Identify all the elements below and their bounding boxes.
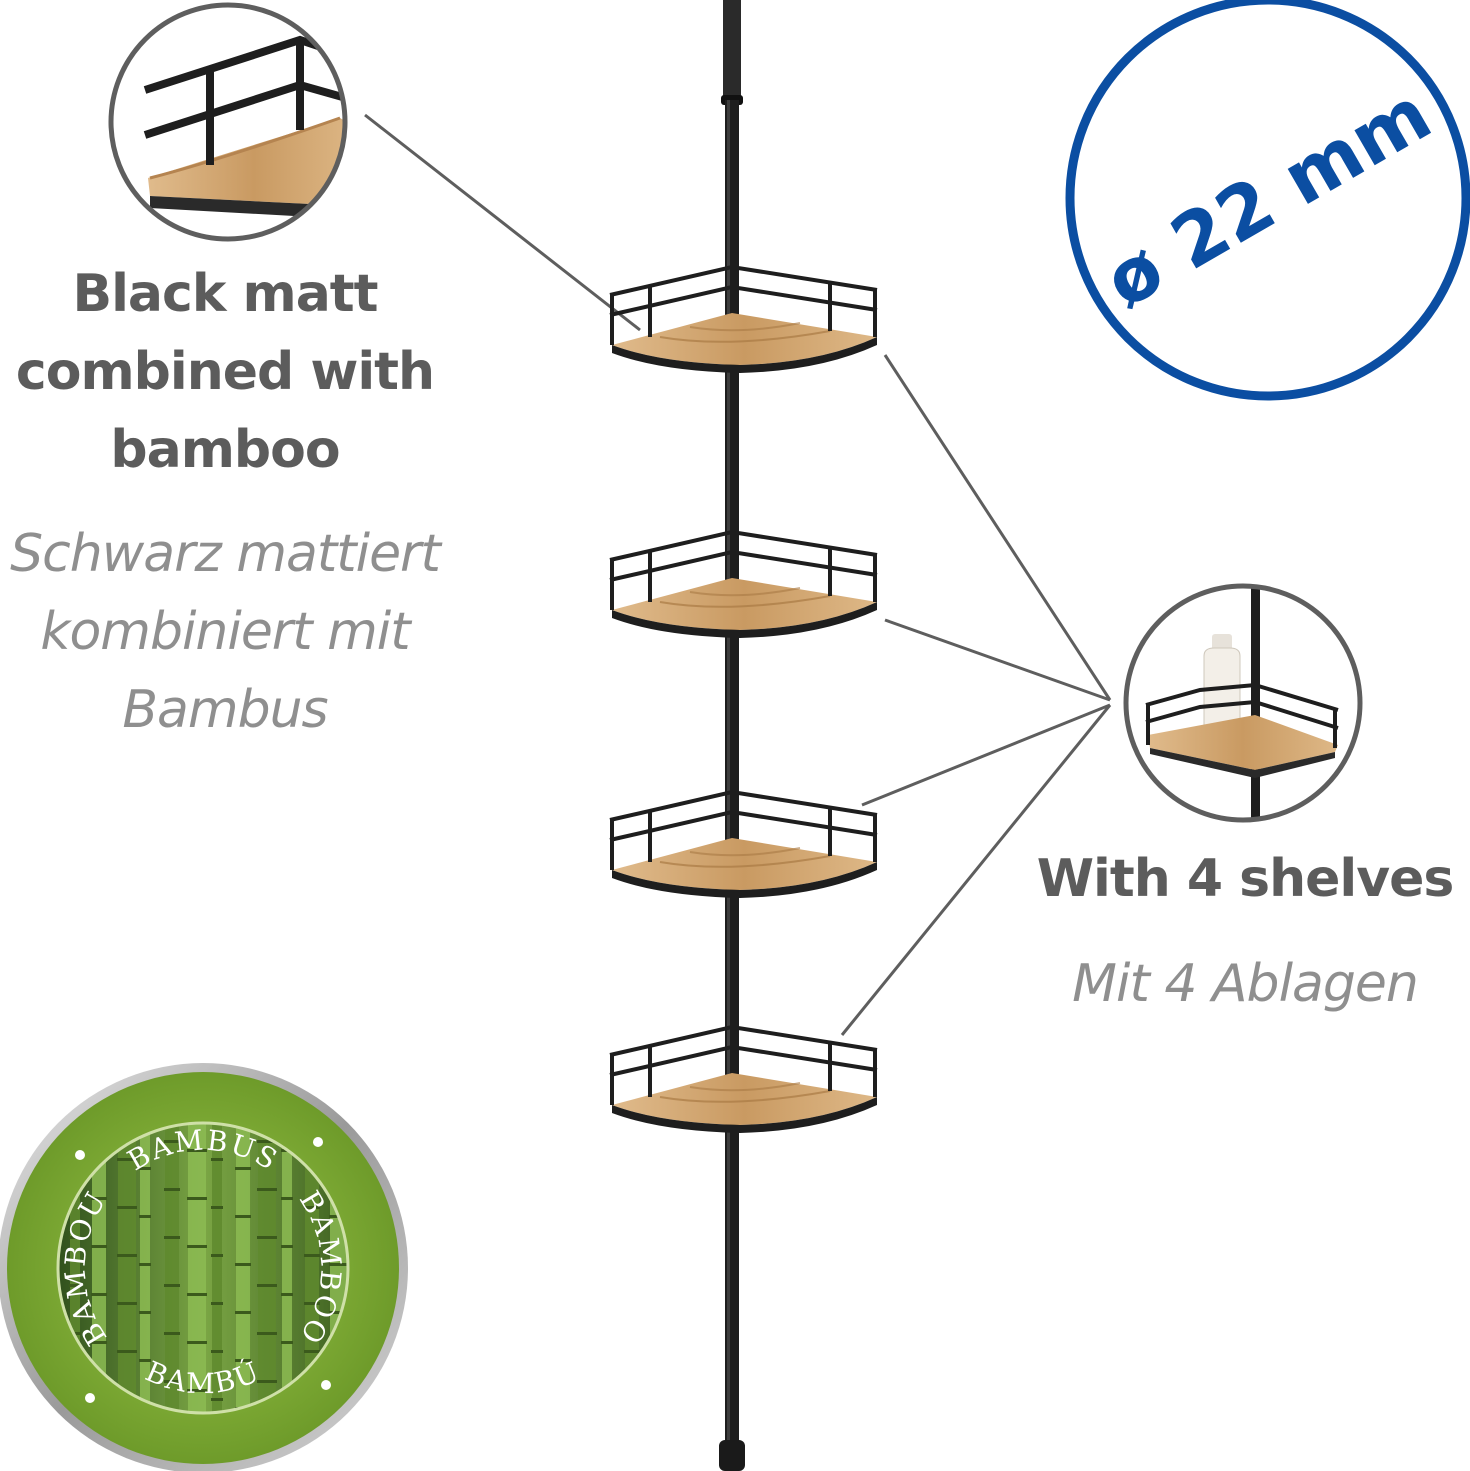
bamboo-stalk bbox=[282, 1123, 292, 1413]
zoom-detail-shelf bbox=[1123, 583, 1363, 823]
shelves bbox=[609, 264, 878, 1133]
feature-line: bamboo bbox=[110, 420, 340, 480]
feature-line: Bambus bbox=[122, 680, 328, 740]
bamboo-stalk bbox=[188, 1123, 206, 1413]
seal-dot bbox=[85, 1393, 95, 1403]
bamboo-node bbox=[257, 1284, 277, 1287]
bamboo-node bbox=[257, 1236, 277, 1239]
bamboo-node bbox=[257, 1332, 277, 1335]
bamboo-stalk bbox=[305, 1123, 319, 1413]
callout-line-shelf-1 bbox=[883, 354, 1112, 701]
feature-text-finish-en: Black matt combined with bamboo bbox=[0, 255, 450, 489]
bamboo-node bbox=[139, 1215, 151, 1218]
seal-dot bbox=[75, 1150, 85, 1160]
bamboo-node bbox=[211, 1398, 223, 1401]
bamboo-stalk bbox=[140, 1123, 150, 1413]
corner-shelf bbox=[609, 789, 878, 898]
zoom-detail-top bbox=[108, 2, 348, 242]
bamboo-node bbox=[304, 1302, 320, 1305]
bamboo-node bbox=[187, 1197, 207, 1200]
bamboo-node bbox=[139, 1167, 151, 1170]
bamboo-node bbox=[211, 1302, 223, 1305]
bamboo-node bbox=[91, 1197, 107, 1200]
bamboo-node bbox=[69, 1284, 81, 1287]
bottle-icon bbox=[1203, 634, 1241, 743]
diameter-badge: ø 22 mm bbox=[1065, 0, 1470, 401]
bamboo-node bbox=[91, 1293, 107, 1296]
bamboo-stalk bbox=[92, 1123, 106, 1413]
callout-line-shelf-2 bbox=[884, 618, 1111, 702]
bamboo-node bbox=[304, 1254, 320, 1257]
bamboo-stalk bbox=[118, 1123, 136, 1413]
corner-shelf bbox=[609, 264, 878, 373]
seal-dot bbox=[313, 1137, 323, 1147]
bamboo-node bbox=[117, 1158, 137, 1161]
bamboo-node bbox=[139, 1359, 151, 1362]
bamboo-node bbox=[139, 1311, 151, 1314]
bamboo-node bbox=[91, 1245, 107, 1248]
feature-text-finish-de: Schwarz mattiert kombiniert mit Bambus bbox=[0, 515, 450, 749]
bamboo-node bbox=[235, 1263, 251, 1266]
bamboo-node bbox=[257, 1140, 277, 1143]
bamboo-stalk bbox=[70, 1123, 80, 1413]
bamboo-node bbox=[117, 1302, 137, 1305]
bamboo-node bbox=[257, 1188, 277, 1191]
bamboo-node bbox=[164, 1332, 180, 1335]
bamboo-node bbox=[329, 1263, 348, 1266]
bamboo-node bbox=[281, 1245, 293, 1248]
feature-line: combined with bbox=[15, 342, 435, 402]
bamboo-stalk bbox=[258, 1123, 276, 1413]
bamboo-stalk bbox=[236, 1123, 250, 1413]
callout-line-top bbox=[364, 113, 641, 332]
bamboo-node bbox=[117, 1254, 137, 1257]
feature-text-shelves-en: With 4 shelves bbox=[1036, 849, 1455, 909]
bamboo-node bbox=[187, 1293, 207, 1296]
bamboo-node bbox=[164, 1140, 180, 1143]
bamboo-node bbox=[164, 1380, 180, 1383]
seal-dot bbox=[321, 1380, 331, 1390]
bamboo-node bbox=[164, 1188, 180, 1191]
feature-text-shelves-de: Mit 4 Ablagen bbox=[1072, 954, 1419, 1014]
bamboo-node bbox=[235, 1167, 251, 1170]
feature-line: Schwarz mattiert bbox=[10, 524, 441, 584]
bamboo-node bbox=[281, 1197, 293, 1200]
callout-line-shelf-4 bbox=[840, 704, 1112, 1036]
bamboo-node bbox=[329, 1311, 348, 1314]
callout-lines bbox=[364, 113, 1112, 1036]
bamboo-node bbox=[211, 1254, 223, 1257]
bamboo-seal: BAMBUS BAMBOO BAMBÚ BAMBOU bbox=[0, 1063, 408, 1471]
feature-line: Black matt bbox=[72, 264, 378, 324]
corner-shelf bbox=[609, 529, 878, 638]
pole bbox=[719, 0, 745, 1471]
bamboo-stalk bbox=[212, 1123, 222, 1413]
feature-line: kombiniert mit bbox=[40, 602, 410, 662]
bamboo-node bbox=[117, 1206, 137, 1209]
bamboo-node bbox=[211, 1350, 223, 1353]
bamboo-node bbox=[187, 1389, 207, 1392]
bamboo-node bbox=[235, 1215, 251, 1218]
bamboo-node bbox=[164, 1284, 180, 1287]
bamboo-stalk bbox=[165, 1123, 179, 1413]
bamboo-node bbox=[187, 1149, 207, 1152]
bamboo-node bbox=[91, 1341, 107, 1344]
bamboo-node bbox=[164, 1236, 180, 1239]
bamboo-node bbox=[235, 1311, 251, 1314]
bamboo-node bbox=[117, 1350, 137, 1353]
bamboo-node bbox=[187, 1341, 207, 1344]
bamboo-node bbox=[257, 1380, 277, 1383]
bamboo-node bbox=[187, 1245, 207, 1248]
bamboo-node bbox=[281, 1341, 293, 1344]
bamboo-node bbox=[235, 1359, 251, 1362]
bamboo-node bbox=[304, 1206, 320, 1209]
bamboo-node bbox=[211, 1158, 223, 1161]
callout-line-shelf-3 bbox=[861, 703, 1111, 807]
bamboo-node bbox=[139, 1263, 151, 1266]
bamboo-node bbox=[211, 1206, 223, 1209]
corner-shelf bbox=[609, 1024, 878, 1133]
bamboo-node bbox=[281, 1293, 293, 1296]
bamboo-node bbox=[69, 1236, 81, 1239]
diameter-badge-ring bbox=[1065, 0, 1470, 401]
bamboo-node bbox=[304, 1350, 320, 1353]
